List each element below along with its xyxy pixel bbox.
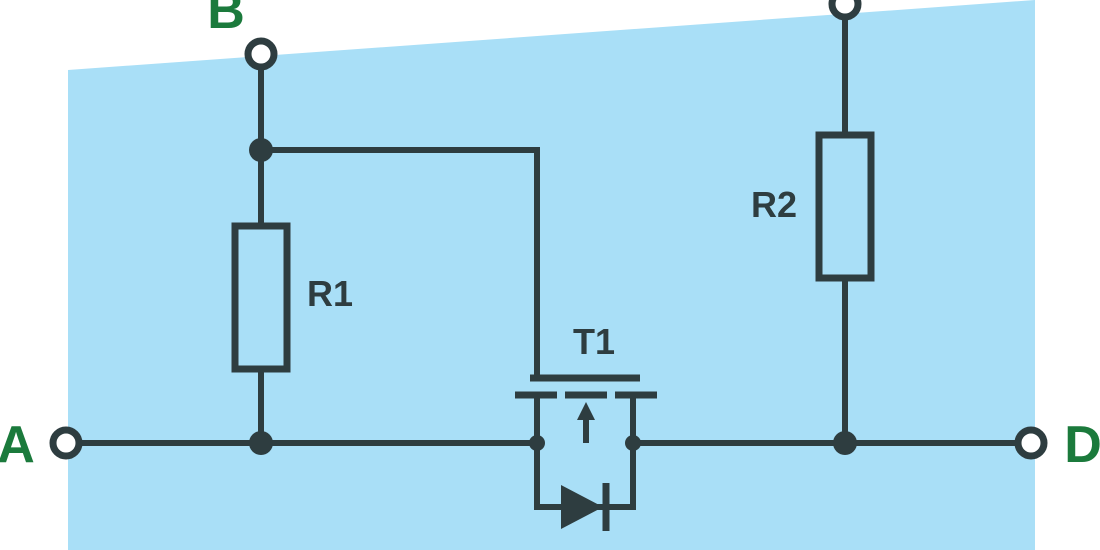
label-t1: T1 — [573, 321, 615, 362]
terminal-label-a: A — [0, 416, 35, 474]
junction-dot — [249, 431, 273, 455]
terminal-label-b: B — [207, 0, 245, 40]
background-panel — [68, 0, 1035, 550]
label-r1: R1 — [307, 273, 353, 314]
terminal-top-right — [828, 0, 862, 21]
transistor-t1 — [515, 374, 657, 443]
junction-dot — [833, 431, 857, 455]
diode-triangle — [561, 485, 603, 529]
label-r2: R2 — [751, 184, 797, 225]
junction-dot — [625, 435, 641, 451]
junctions — [249, 138, 857, 455]
resistor-r2 — [815, 131, 875, 282]
terminal-b — [244, 37, 278, 71]
wire-gate — [261, 147, 540, 378]
body-diode — [561, 483, 610, 531]
resistor-r1 — [231, 222, 291, 373]
wires — [78, 14, 1018, 510]
terminal-label-d: D — [1064, 416, 1100, 474]
terminal-a — [49, 426, 83, 460]
terminal-d — [1014, 426, 1048, 460]
junction-dot — [529, 435, 545, 451]
body-arrow — [577, 402, 595, 420]
junction-dot — [249, 138, 273, 162]
